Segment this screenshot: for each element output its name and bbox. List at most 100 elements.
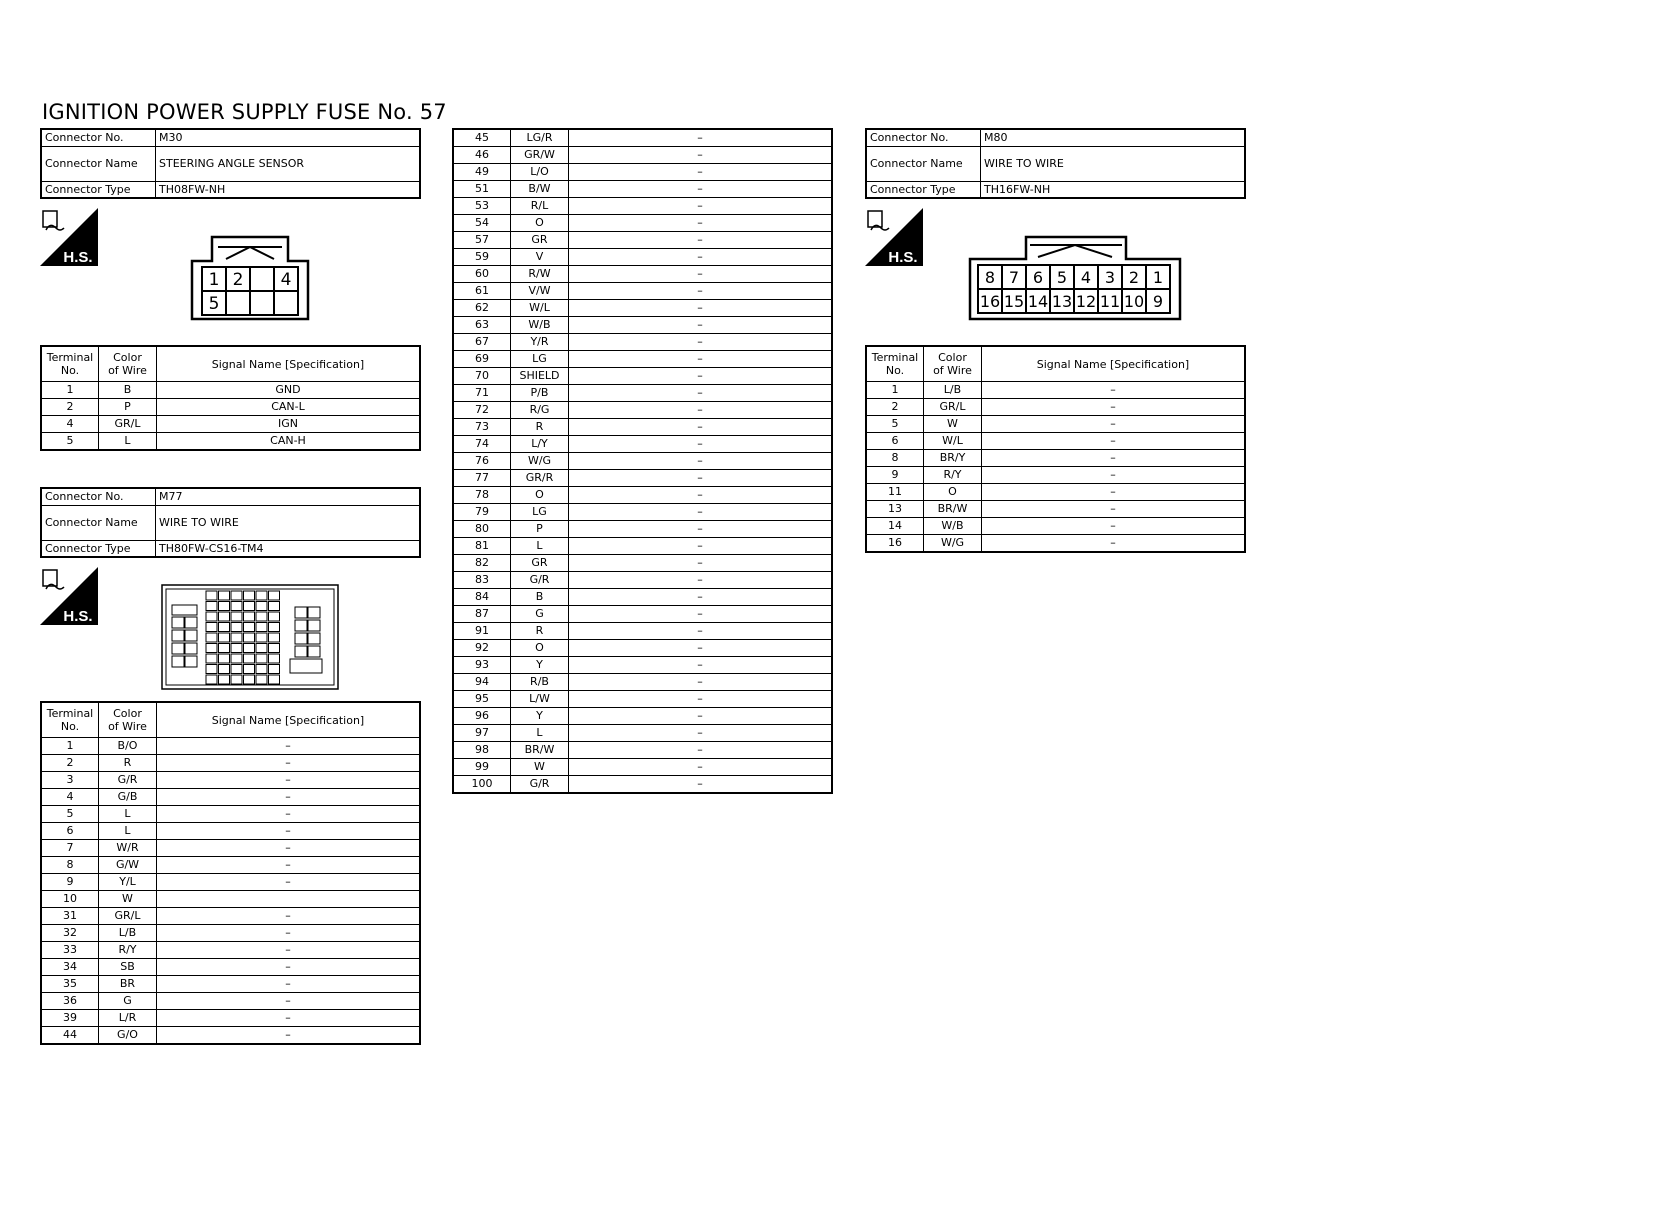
terminal-no-cell: 93	[452, 656, 511, 674]
m77-cavity	[289, 658, 323, 674]
m77-cavity	[294, 619, 308, 632]
signal-name-cell: –	[568, 690, 833, 708]
connector-no-value: M30	[155, 128, 421, 147]
terminal-no-cell: 9	[40, 873, 99, 891]
m77-cavity	[205, 674, 218, 685]
m30-pin-label: 2	[233, 270, 244, 290]
connector-no-label: Connector No.	[865, 128, 981, 147]
m80-pin-label: 7	[1009, 268, 1019, 287]
terminal-no-cell: 67	[452, 333, 511, 351]
m77-cavity	[243, 632, 255, 643]
terminal-no-header-line2: No.	[885, 364, 905, 377]
wire-color-cell: SHIELD	[510, 367, 569, 385]
m77-cavity	[230, 674, 243, 685]
m77-cavity	[205, 664, 218, 674]
wire-color-cell: Y	[510, 707, 569, 725]
signal-name-cell: –	[981, 432, 1246, 450]
wire-color-cell: P	[510, 520, 569, 538]
wire-color-cell: R/G	[510, 401, 569, 419]
m77-cavity	[243, 643, 255, 653]
connector-type-label: Connector Type	[865, 180, 981, 199]
terminal-no-cell: 9	[865, 466, 924, 484]
signal-name-cell: –	[156, 822, 421, 840]
wire-color-cell: GR/L	[98, 415, 157, 433]
terminal-no-cell: 99	[452, 758, 511, 776]
m77-cavity	[243, 622, 255, 632]
signal-name-cell: –	[981, 415, 1246, 433]
m77-cavity	[218, 674, 230, 685]
m30-pin-cell	[273, 290, 299, 316]
m80-pin-label: 9	[1153, 292, 1163, 311]
wire-color-cell: O	[510, 214, 569, 232]
signal-header: Signal Name [Specification]	[981, 345, 1246, 382]
wire-color-cell: O	[510, 639, 569, 657]
signal-name-cell: –	[568, 282, 833, 300]
wire-color-cell: W/G	[510, 452, 569, 470]
terminal-no-cell: 94	[452, 673, 511, 691]
terminal-no-cell: 96	[452, 707, 511, 725]
terminal-no-cell: 81	[452, 537, 511, 555]
wire-color-cell: LG	[510, 350, 569, 368]
terminal-no-cell: 62	[452, 299, 511, 317]
wire-color-cell: L/B	[98, 924, 157, 942]
wire-color-cell: GR/L	[923, 398, 982, 416]
m30-pin-label: 1	[209, 270, 220, 290]
terminal-no-cell: 5	[40, 432, 99, 451]
signal-name-cell: –	[568, 554, 833, 572]
terminal-no-header-line2: No.	[60, 720, 80, 733]
m77-cavity	[171, 616, 185, 629]
signal-name-cell: –	[568, 350, 833, 368]
m80-pin-label: 4	[1081, 268, 1091, 287]
terminal-no-cell: 45	[452, 128, 511, 147]
signal-name-cell: –	[568, 316, 833, 334]
signal-name-cell: –	[156, 754, 421, 772]
m80-pin-label: 5	[1057, 268, 1067, 287]
wire-color-cell: B	[510, 588, 569, 606]
wire-color-cell: GR	[510, 231, 569, 249]
signal-name-cell: –	[156, 873, 421, 891]
signal-name-cell: –	[568, 248, 833, 266]
connector-type-value: TH80FW-CS16-TM4	[155, 539, 421, 558]
m77-cavity	[171, 629, 185, 642]
signal-name-cell: –	[568, 469, 833, 487]
m30-pin-cell	[249, 266, 275, 292]
terminal-no-cell: 46	[452, 146, 511, 164]
m77-cavity	[230, 632, 243, 643]
m77-cavity	[255, 590, 268, 601]
connector-type-value: TH08FW-NH	[155, 180, 421, 199]
harness-side-icon: H.S.	[40, 208, 98, 266]
signal-name-cell: –	[568, 724, 833, 742]
m77-cavity	[255, 664, 268, 674]
wire-color-cell: W	[98, 890, 157, 908]
wire-color-cell: L/B	[923, 381, 982, 399]
m77-cavity	[243, 590, 255, 601]
signal-name-cell: –	[568, 452, 833, 470]
wire-color-cell: V/W	[510, 282, 569, 300]
signal-name-cell: –	[981, 500, 1246, 518]
signal-name-cell: –	[568, 639, 833, 657]
m80-pin-label: 2	[1129, 268, 1139, 287]
